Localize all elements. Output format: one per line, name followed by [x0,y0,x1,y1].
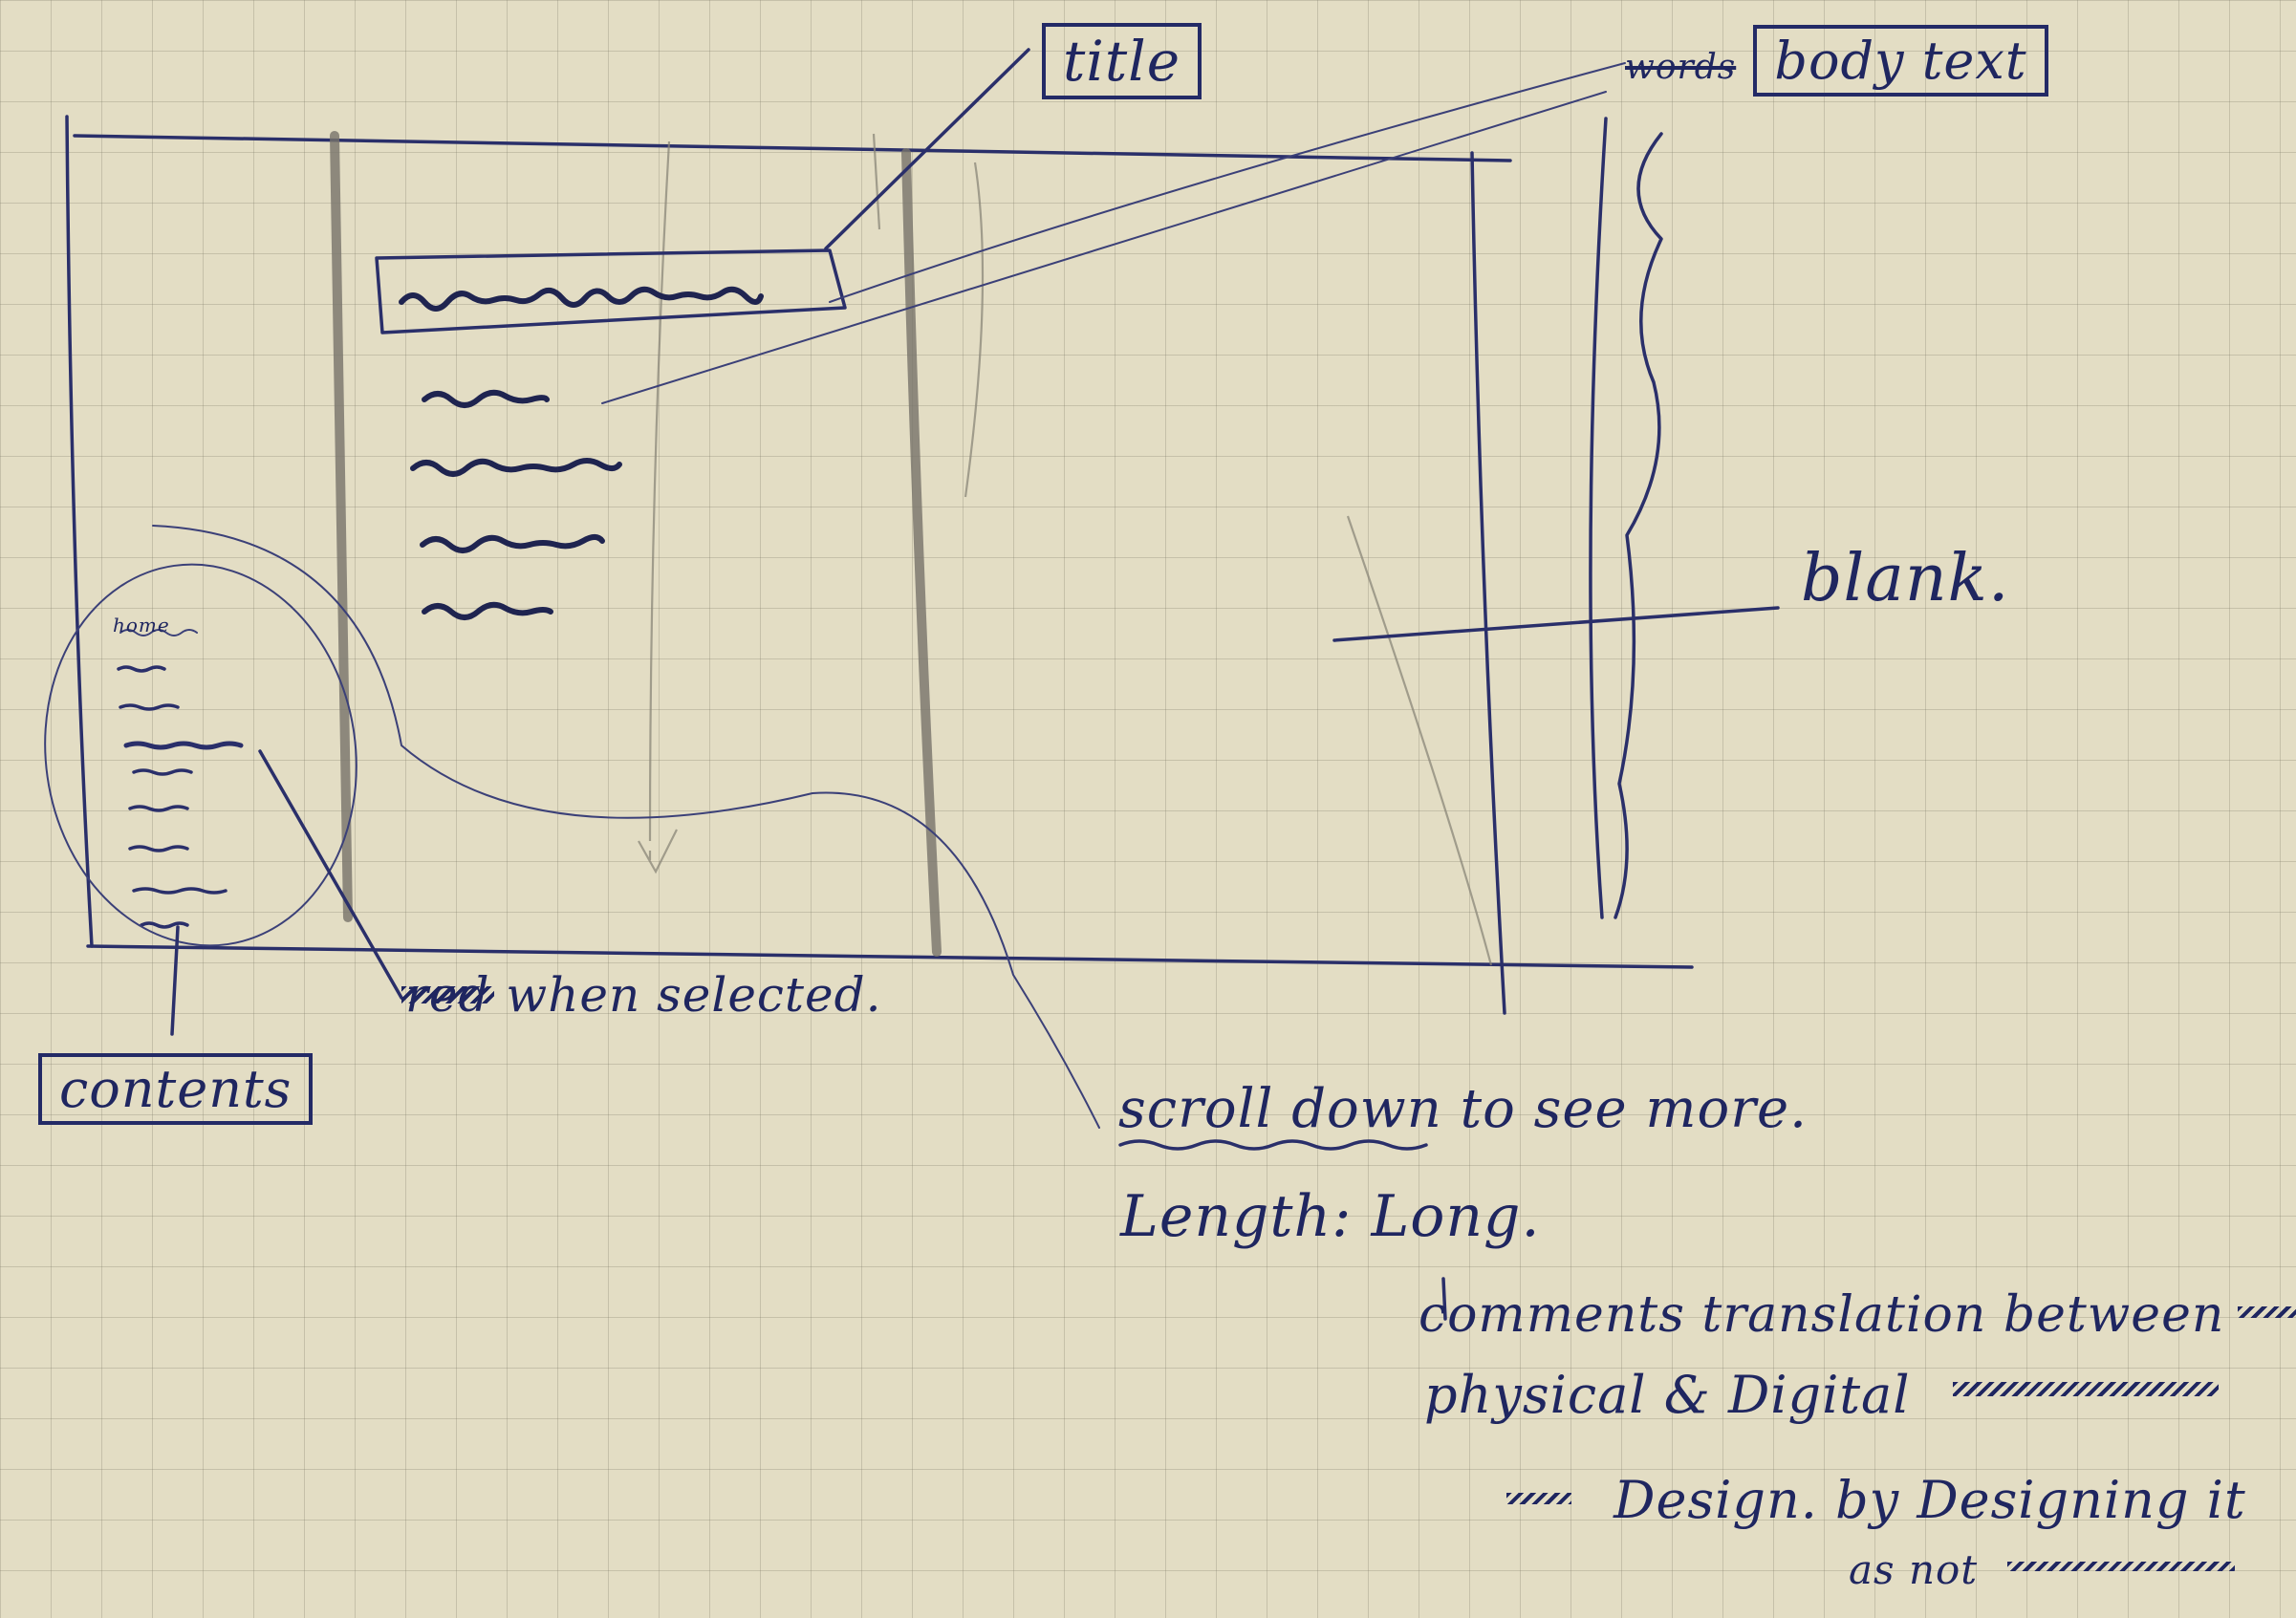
scroll-annotation: scroll down to see more. [1118,1078,1808,1140]
comment-line-4: as not [1849,1546,2235,1593]
selected-annotation: red when selected. [401,967,882,1023]
contents-callout [44,563,357,1036]
body-text-lines [410,389,622,620]
scroll-indicator [1614,132,1663,919]
comment-line-1-text: comments translation between [1419,1286,2225,1344]
comment-line-3: Design. by Designing it [1506,1470,2246,1530]
comment-line-4-text: as not [1849,1546,1979,1593]
contents-annotation: contents [38,1053,314,1125]
selected-rest-text: when selected. [506,967,882,1023]
title-box [375,248,847,334]
body-text-struck-word: words [1625,48,1737,87]
comment-line-4-scribble [2006,1549,2235,1584]
title-pointer [824,48,1030,250]
body-text-label: body text [1753,25,2048,97]
selected-pointer [258,749,403,1000]
page-frame [65,115,1694,1015]
contents-menu-home-label: home [113,614,170,636]
scroll-underline [1118,1139,1428,1151]
selected-struck-word: red [401,967,493,1023]
scroll-annotation-rest: to see more. [1460,1078,1808,1140]
column-dividers [330,131,1493,966]
scroll-down-callout [152,525,1100,1129]
title-annotation-text: title [1063,29,1181,94]
title-annotation: title [1042,23,1202,99]
body-text-annotation: words body text [1625,25,2048,97]
comment-caret [1441,1277,1447,1321]
body-text-pointers [601,62,1626,404]
comment-line-3-text: Design. by Designing it [1614,1470,2246,1530]
length-annotation: Length: Long. [1120,1183,1541,1250]
contents-annotation-text: contents [59,1059,292,1119]
contents-menu-lines [117,629,244,929]
comment-line-2-text: physical & Digital [1424,1365,1911,1425]
comment-line-1: comments translation between [1419,1286,2296,1344]
comment-line-2: physical & Digital [1424,1365,2219,1425]
scroll-annotation-word: scroll down [1118,1078,1442,1140]
comment-line-1-scribble [2237,1293,2296,1331]
blank-pointer [1332,606,1780,642]
blank-annotation: blank. [1801,541,2010,616]
comment-line-3-scribble [1506,1479,1571,1518]
comment-line-2-scribble [1952,1365,2219,1413]
